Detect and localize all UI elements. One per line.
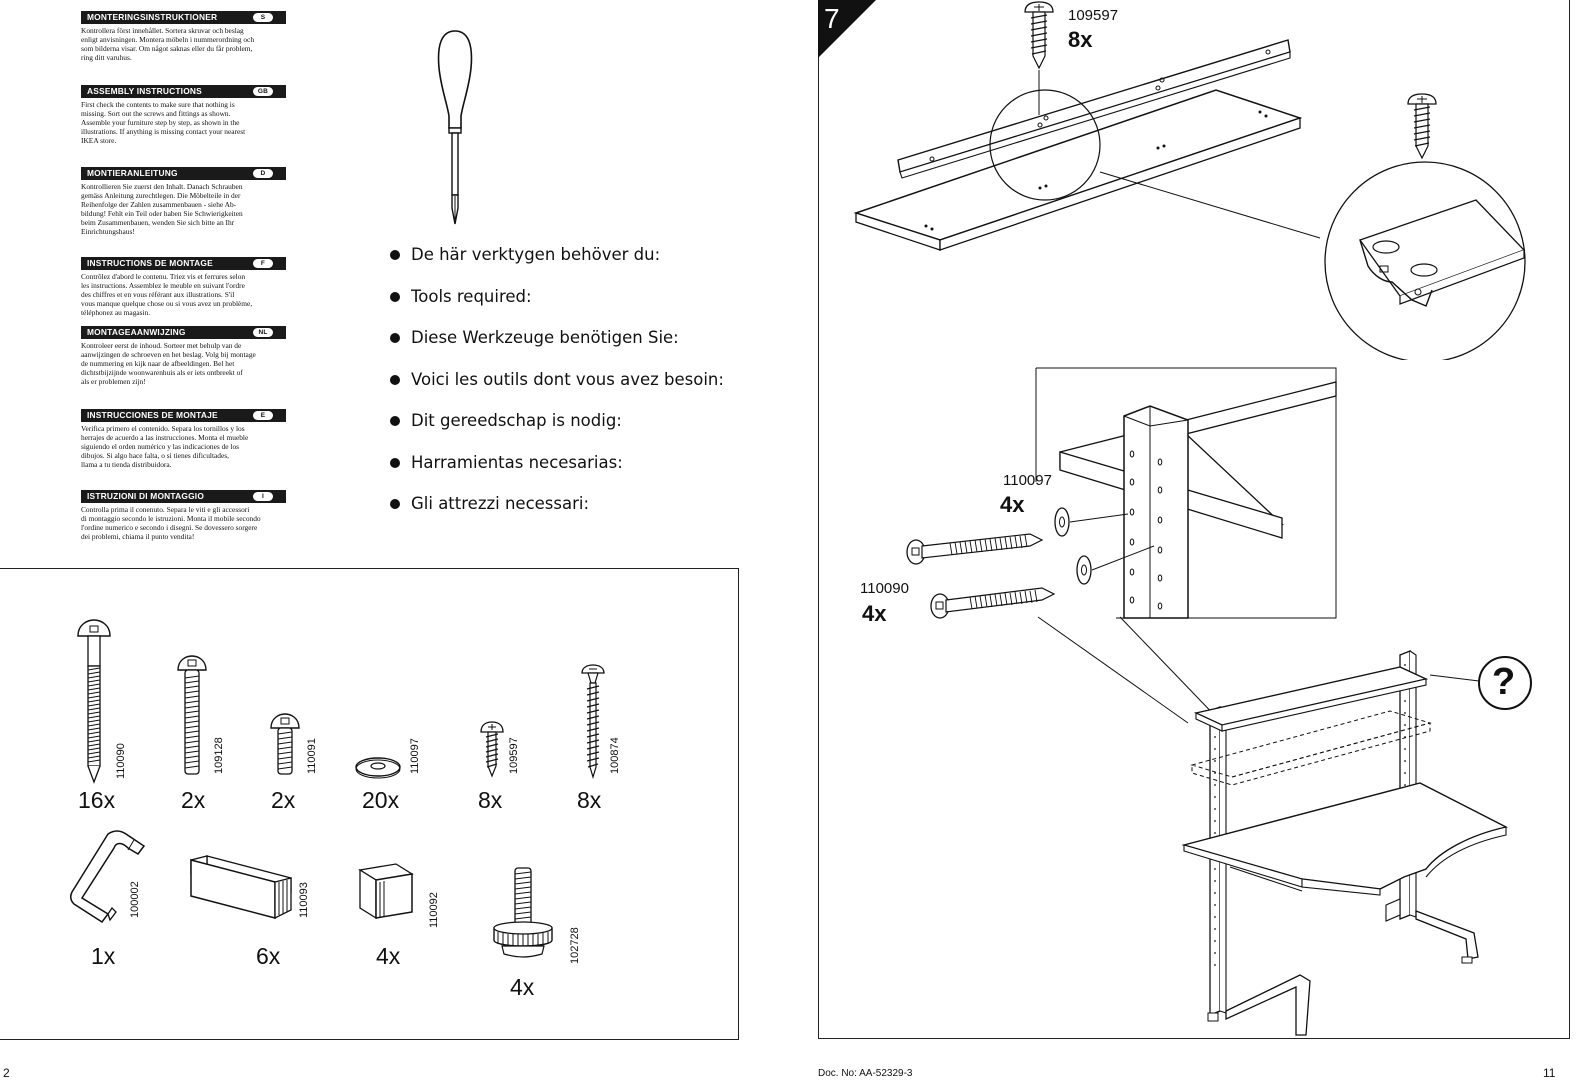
instruction-text: Kontrollera först innehållet. Sortera sk…	[81, 26, 255, 62]
tools-required-item-es: Harramientas necesarias:	[390, 453, 623, 473]
instruction-text: Contrôlez d'abord le contenu. Triez vis …	[81, 272, 253, 317]
tools-required-item-sv: De här verktygen behöver du:	[390, 245, 660, 265]
language-code-badge: E	[253, 411, 273, 420]
instruction-text: Verifica primero el contenido. Separa lo…	[81, 424, 249, 469]
part-quantity: 20x	[362, 787, 400, 813]
bolt-part-code: 110090	[860, 580, 909, 597]
instruction-text: Kontrollieren Sie zuerst den Inhalt. Dan…	[81, 182, 243, 236]
part-quantity: 8x	[577, 787, 602, 813]
part-code: 102728	[569, 927, 581, 964]
part-code: 109128	[213, 737, 225, 774]
part-quantity: 4x	[510, 974, 535, 1000]
instruction-text: First check the contents to make sure th…	[81, 100, 246, 145]
bullet-icon	[390, 375, 400, 385]
bolt-detail-illustration	[906, 367, 1337, 619]
washer-part-code: 110097	[1003, 472, 1052, 489]
bullet-icon	[390, 458, 400, 468]
tools-required-text: Gli attrezzi necessari:	[411, 494, 590, 513]
document-number: Doc. No: AA-52329-3	[818, 1068, 913, 1079]
part-code: 110097	[409, 738, 421, 774]
tools-required-text: Dit gereedschap is nodig:	[411, 411, 622, 430]
bullet-icon	[390, 292, 400, 302]
bullet-icon	[390, 250, 400, 260]
bullet-icon	[390, 499, 400, 509]
language-code-badge: D	[253, 169, 273, 178]
screw-icon	[1407, 93, 1437, 160]
allen-key-icon	[69, 830, 146, 924]
bullet-icon	[390, 416, 400, 426]
part-quantity: 6x	[256, 943, 281, 969]
language-code-badge: S	[253, 13, 273, 22]
short-screw-icon	[480, 721, 504, 778]
part-quantity: 16x	[78, 787, 116, 813]
part-code: 110093	[298, 882, 310, 918]
washer-icon	[355, 757, 401, 779]
part-quantity: 8x	[478, 787, 503, 813]
tools-required-item-fr: Voici les outils dont vous avez besoin:	[390, 370, 724, 390]
square-cap-icon	[358, 863, 414, 920]
rail-and-board-illustration	[853, 1, 1526, 360]
step-number: 7	[824, 3, 840, 34]
part-quantity: 4x	[376, 943, 401, 969]
tools-required-text: Tools required:	[411, 287, 532, 306]
tools-required-text: Diese Werkzeuge benötigen Sie:	[411, 328, 679, 347]
tools-required-text: De här verktygen behöver du:	[411, 245, 661, 264]
instruction-text: Kontroleer eerst de inhoud. Sorteer met …	[81, 341, 256, 386]
long-screw-icon	[581, 664, 605, 779]
language-code-badge: I	[253, 492, 273, 501]
screw-part-code: 109597	[1068, 7, 1119, 24]
tools-required-item-it: Gli attrezzi necessari:	[390, 494, 589, 514]
rectangular-cap-icon	[190, 855, 292, 920]
washer-quantity: 4x	[1000, 492, 1025, 517]
bullet-icon	[390, 333, 400, 343]
language-code-badge: F	[253, 259, 273, 268]
part-quantity: 2x	[181, 787, 206, 813]
tools-required-item-de: Diese Werkzeuge benötigen Sie:	[390, 328, 679, 348]
tools-required-text: Voici les outils dont vous avez besoin:	[411, 370, 724, 389]
part-code: 100874	[609, 737, 621, 774]
bolt-quantity: 4x	[862, 601, 887, 626]
parts-list-box	[0, 568, 739, 1040]
long-bolt-icon	[77, 619, 111, 784]
part-code: 110091	[306, 738, 318, 774]
part-quantity: 1x	[91, 943, 116, 969]
part-code: 100002	[129, 881, 141, 918]
short-bolt-icon	[270, 713, 300, 775]
tools-required-item-nl: Dit gereedschap is nodig:	[390, 411, 622, 431]
adjustable-foot-icon	[493, 867, 553, 958]
screw-icon	[1024, 1, 1054, 185]
language-code-badge: GB	[253, 87, 273, 96]
screw-quantity: 8x	[1068, 27, 1093, 52]
part-quantity: 2x	[271, 787, 296, 813]
tools-required-text: Harramientas necesarias:	[411, 453, 623, 472]
step-number-badge	[818, 0, 876, 58]
desk-illustration	[1037, 616, 1532, 1036]
part-code: 109597	[508, 737, 520, 774]
question-mark-icon: ?	[1492, 661, 1516, 703]
page-number-right: 11	[1543, 1066, 1556, 1080]
language-code-badge: NL	[253, 328, 273, 337]
part-code: 110092	[428, 892, 440, 928]
tools-required-item-gb: Tools required:	[390, 287, 532, 307]
page-number-left: 2	[3, 1066, 10, 1080]
bolt-icon	[177, 655, 207, 775]
screwdriver-icon	[437, 30, 473, 225]
step-frame	[818, 0, 1570, 1039]
part-code: 110090	[115, 743, 127, 779]
instruction-text: Controlla prima il conenuto. Separa le v…	[81, 505, 261, 541]
